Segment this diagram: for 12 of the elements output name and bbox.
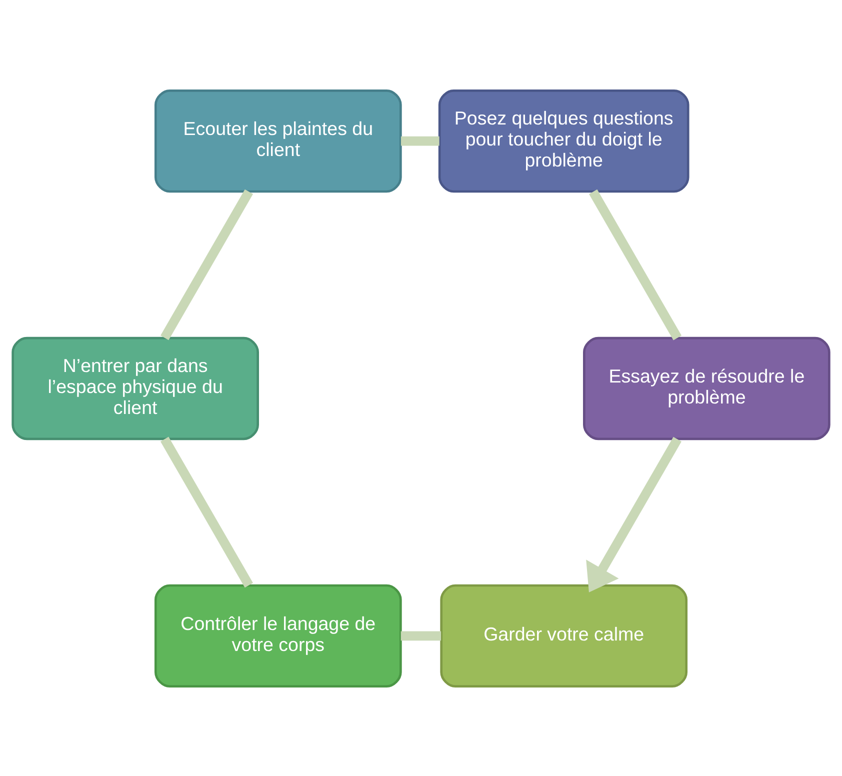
node-box: Garder votre calme (440, 584, 688, 687)
node-box: Contrôler le langage de votre corps (154, 584, 402, 687)
arrow (586, 436, 682, 592)
node-box: Posez quelques questions pour toucher du doigt le problème (438, 89, 690, 192)
connector (160, 188, 254, 340)
connector (160, 436, 253, 588)
node-box: Ecouter les plaintes du client (154, 89, 402, 192)
node-box: Essayez de résoudre le problème (583, 336, 830, 440)
connector (400, 630, 442, 640)
connector (400, 136, 440, 146)
node-box: N’entrer par dans l’espace physique du client (12, 336, 259, 440)
connector (589, 188, 682, 340)
